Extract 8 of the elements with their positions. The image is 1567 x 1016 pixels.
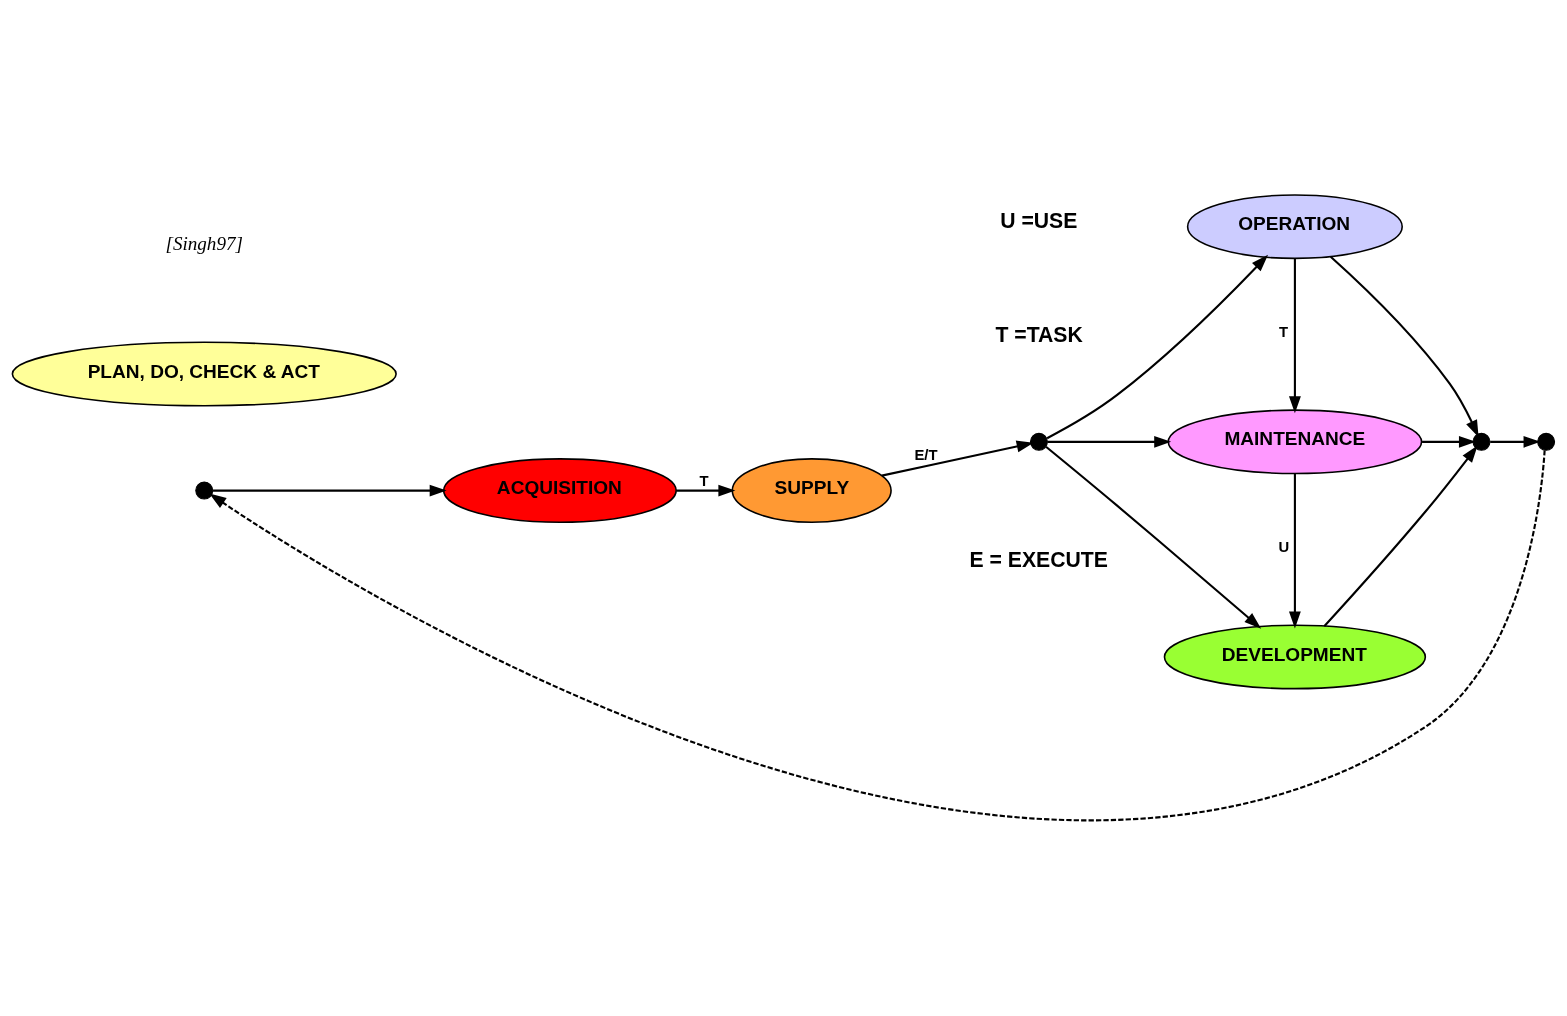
edge-label: T [699, 472, 709, 489]
label: [Singh97] [165, 233, 243, 255]
label: U =USE [1000, 208, 1078, 232]
edge-label: T [1279, 324, 1289, 341]
edge-label: U [1278, 539, 1290, 556]
label: T =TASK [995, 323, 1083, 347]
label: E = EXECUTE [969, 547, 1108, 571]
edge-label: E/T [914, 447, 938, 464]
